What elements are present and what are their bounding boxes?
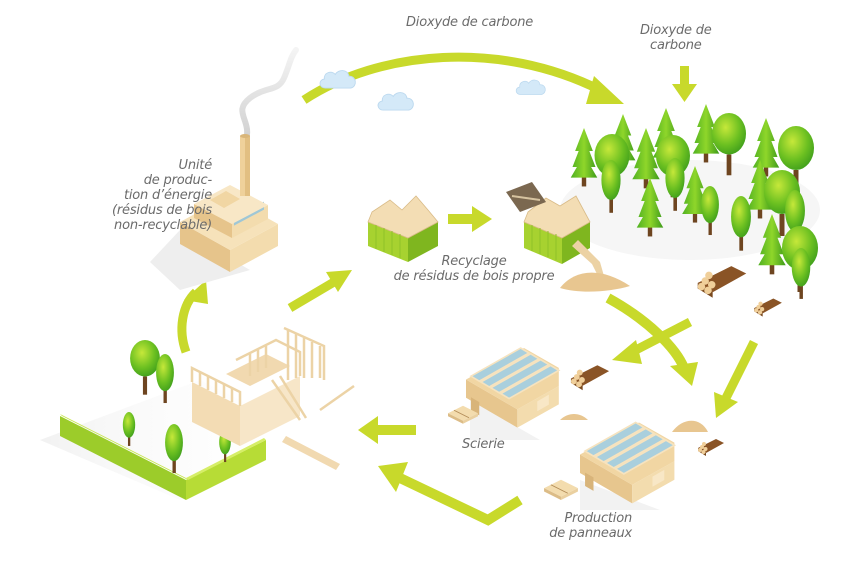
log-pile-small [754, 298, 782, 317]
label-line: (résidus de bois [112, 203, 212, 218]
construction-to-energy-arrowhead [184, 280, 208, 304]
co2-down-arrow [680, 66, 689, 86]
construction-site [40, 326, 355, 500]
label-line: Unité [178, 158, 213, 173]
label-line: carbone [650, 38, 702, 53]
label-line: tion d’énergie [123, 188, 212, 203]
oval-tree [791, 248, 811, 299]
label-recycling: Recyclage de résidus de bois propre [386, 254, 562, 284]
label-co2-right: Dioxyde de carbone [640, 23, 712, 53]
round-tree [130, 340, 160, 395]
cloud-icon [515, 79, 546, 95]
label-line: non-recyclable) [114, 218, 212, 233]
hedge-left [60, 416, 186, 500]
energy-plant [150, 47, 299, 290]
sawmill-to-construction-arrow [376, 425, 416, 435]
label-line: de produc- [143, 173, 212, 188]
recycling-to-panels-arrowhead [670, 362, 698, 386]
label-sawmill: Scierie [462, 437, 505, 452]
forest-to-sawmill-arrowhead [612, 340, 642, 364]
co2-arc-arrowhead [586, 76, 624, 104]
label-co2-top: Dioxyde de carbone [406, 15, 534, 30]
sawdust-pile [560, 272, 630, 292]
label-energy-unit: Unité de produc- tion d’énergie (résidus… [112, 158, 212, 233]
container-to-shredder-arrowhead [472, 206, 492, 232]
loose-plank [282, 436, 340, 470]
flow-arrows [177, 52, 759, 526]
plant-shadow [150, 230, 250, 290]
co2-down-arrowhead [672, 84, 697, 102]
sawmill-sawdust [560, 414, 588, 420]
construction-to-recycling-arrowhead [326, 270, 352, 292]
chute [572, 240, 604, 276]
container-to-shredder-arrow [448, 214, 474, 224]
forest-to-sawmill-arrow [629, 318, 693, 356]
timber-frame-house [190, 326, 355, 470]
label-line: Dioxyde de [640, 23, 712, 38]
label-line: de panneaux [549, 526, 632, 541]
label-line: Production [564, 511, 632, 526]
label-panel-production: Production de panneaux [548, 511, 632, 541]
panel-stack [544, 479, 578, 500]
label-line: de résidus de bois propre [393, 269, 555, 284]
sawmill-logs [570, 365, 610, 391]
cloud-icon [377, 92, 414, 111]
construction-to-recycling-arrow [287, 278, 337, 312]
woodchip-pile [672, 420, 708, 432]
log-pile [697, 266, 747, 298]
recycling-containers [367, 182, 630, 292]
forest-to-panels-arrowhead [714, 392, 738, 418]
forest [560, 104, 820, 317]
panels-to-construction-arrowhead [378, 462, 408, 492]
panel-factory [544, 420, 724, 510]
label-line: Recyclage [441, 254, 507, 269]
wood-container [367, 195, 439, 262]
forest-to-panels-arrow [721, 339, 759, 401]
sawmill [448, 347, 610, 440]
sawmill-to-construction-arrowhead [358, 416, 378, 444]
smoke [239, 47, 299, 143]
panels-to-construction-arrow [397, 473, 523, 526]
panel-factory-logs [698, 439, 724, 456]
shredder-container [506, 182, 630, 292]
hedge-right [186, 440, 266, 500]
